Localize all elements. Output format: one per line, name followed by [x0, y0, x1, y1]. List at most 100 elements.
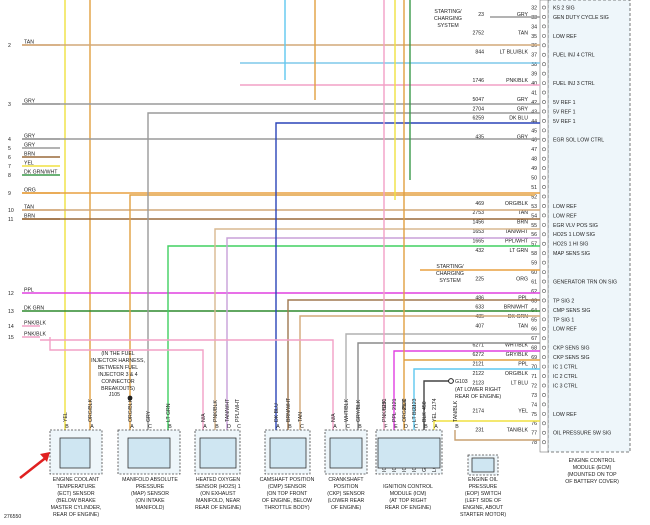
icm-pin-wire: 450: [422, 401, 428, 410]
fuel-injector-note: CONNECTOR: [101, 379, 135, 385]
ecm-pin-number: 49: [531, 166, 537, 172]
splice-j105-label: J105: [109, 392, 120, 398]
cmp-brn-wht-wire: [287, 299, 540, 430]
ckp-label: CRANKSHAFT: [328, 477, 364, 483]
ecm-wire-color: ORG: [516, 276, 528, 282]
starting-charging-label-bottom: CHARGING: [436, 271, 464, 277]
ecm-pin-number: 37: [531, 53, 537, 59]
ecm-wire-circuit: 2174: [472, 409, 484, 415]
icm-lt-blu-wire: [413, 368, 540, 430]
ecm-pin-number: 61: [531, 279, 537, 285]
ect-label: ENGINE COOLANT: [53, 477, 100, 483]
ecm-pin-function: GEN DUTY CYCLE SIG: [553, 15, 609, 21]
ho2s-pin-letter: D: [227, 424, 231, 430]
eop-label: ENGINE OIL: [468, 477, 498, 483]
ecm-wire-circuit: 6272: [472, 352, 484, 358]
cmp-label: (ON TOP FRONT: [267, 491, 308, 497]
ecm-wire-color: DK GRN: [508, 314, 528, 320]
ecm-wire-color: TAN/WHT: [505, 229, 529, 235]
ecm-pin-number: 67: [531, 336, 537, 342]
icm-pin-color: ORG/BLK: [402, 398, 408, 422]
left-wire-color: GRY: [24, 134, 36, 140]
ect-label: MASTER CYLINDER,: [51, 505, 102, 511]
starting-charging-label-bottom: STARTING/: [436, 264, 464, 270]
ecm-wire-color: PPL: [518, 361, 528, 367]
ecm-pin-terminal: [542, 15, 546, 19]
eop-label: STARTER MOTOR): [460, 512, 506, 518]
ecm-wire-circuit: 469: [475, 201, 484, 207]
ecm-wire-circuit: 844: [475, 50, 484, 56]
ecm-wire-circuit: 1746: [472, 78, 484, 84]
map-pin-color: GRY: [146, 410, 152, 422]
ecm-pin-number: 47: [531, 147, 537, 153]
ecm-pin-terminal: [542, 222, 546, 227]
ecm-wire-color: WHT/BLK: [505, 343, 529, 349]
icm-label: (AT TOP RIGHT: [389, 498, 427, 504]
ecm-wire-circuit: 1456: [472, 220, 484, 226]
ecm-wire-color: PPL: [518, 295, 528, 301]
starting-charging-label-top: STARTING/: [434, 9, 462, 15]
ecm-pin-number: 59: [531, 261, 537, 267]
ect-thermistor-symbol: [59, 437, 91, 469]
ho2s-pin-color: N/A: [201, 413, 207, 422]
cmp-sensor-symbol: [269, 437, 307, 469]
icm-pin-letter: C: [414, 424, 418, 430]
ecm-wire-color: ORG/BLK: [505, 201, 529, 207]
ecm-pin-function: MAP SENS SIG: [553, 251, 590, 257]
ecm-wire-color: YEL: [518, 409, 528, 415]
left-wire-color: TAN: [24, 205, 34, 211]
ect-label: TEMPERATURE: [57, 484, 96, 490]
ecm-wire-circuit: 2121: [472, 361, 484, 367]
cmp-label: THROTTLE BODY): [264, 505, 310, 511]
fuel-injector-note: BETWEEN FUEL: [98, 365, 138, 371]
ecm-pin-function: IC 1 CTRL: [553, 365, 578, 371]
ho2s-heater-symbol: [199, 437, 237, 469]
ecm-pin-terminal: [542, 43, 546, 48]
icm-pin-letter: E: [394, 424, 398, 430]
left-wire-color: TAN: [24, 40, 34, 46]
map-pin-letter: A: [130, 424, 134, 430]
ho2s-tan-wht-wire: [214, 228, 540, 430]
ecm-pin-terminal: [542, 52, 546, 57]
ecm-wire-color: GRY: [517, 97, 529, 103]
ecm-pin-number: 74: [531, 402, 537, 408]
ground-g103-label: G103: [455, 379, 468, 385]
map-pin-color: ORG/BLK: [128, 398, 134, 422]
ecm-pin-terminal: [542, 137, 546, 142]
ecm-pin-function: KS 2 SIG: [553, 5, 575, 11]
cmp-tan-wire: [299, 315, 540, 430]
ecm-pin-number: 56: [531, 232, 537, 238]
left-wire-color: DK GRN/WHT: [24, 170, 58, 176]
ecm-pin-function: HO2S 1 LOW SIG: [553, 232, 595, 238]
red-arrow-shaft: [19, 455, 49, 479]
ecm-wire-circuit: 486: [475, 295, 484, 301]
ecm-pin-function: LOW REF: [553, 412, 577, 418]
ckp-pnk-blk-wire: [40, 339, 334, 430]
ecm-pin-function: CMP SENS SIG: [553, 308, 590, 314]
ho2s-pin-color: PPL/WHT: [235, 398, 241, 422]
ecm-module-box: [547, 0, 631, 453]
ecm-pin-terminal: [542, 109, 546, 114]
ecm-pin-terminal: [542, 393, 546, 397]
ecm-pin-terminal: [542, 270, 546, 275]
icm-blk-wire: [423, 380, 450, 430]
ecm-pin-terminal: [542, 147, 546, 152]
map-label: (ON INTAKE: [135, 498, 165, 504]
ect-label: (BELOW BRAKE: [56, 498, 96, 504]
ecm-pin-terminal: [542, 156, 546, 161]
ecm-pin-number: 77: [531, 431, 537, 437]
starting-charging-label-top: SYSTEM: [437, 23, 458, 29]
ecm-pin-number: 41: [531, 90, 537, 96]
ecm-pin-number: 78: [531, 440, 537, 446]
left-wire-number: 15: [8, 335, 14, 341]
icm-label: MODULE (ICM): [390, 491, 427, 497]
ecm-pin-function: LOW REF: [553, 213, 577, 219]
ecm-pin-function: EGR SOL LOW CTRL: [553, 138, 604, 144]
ckp-pin-letter: A: [333, 424, 337, 430]
cmp-label: CAMSHAFT POSITION: [260, 477, 315, 483]
ecm-wire-circuit: 23: [478, 12, 484, 18]
ecm-pin-number: 50: [531, 176, 537, 182]
ecm-wire-color: PNK/BLK: [506, 78, 528, 84]
ect-pin-letter: A: [90, 424, 94, 430]
